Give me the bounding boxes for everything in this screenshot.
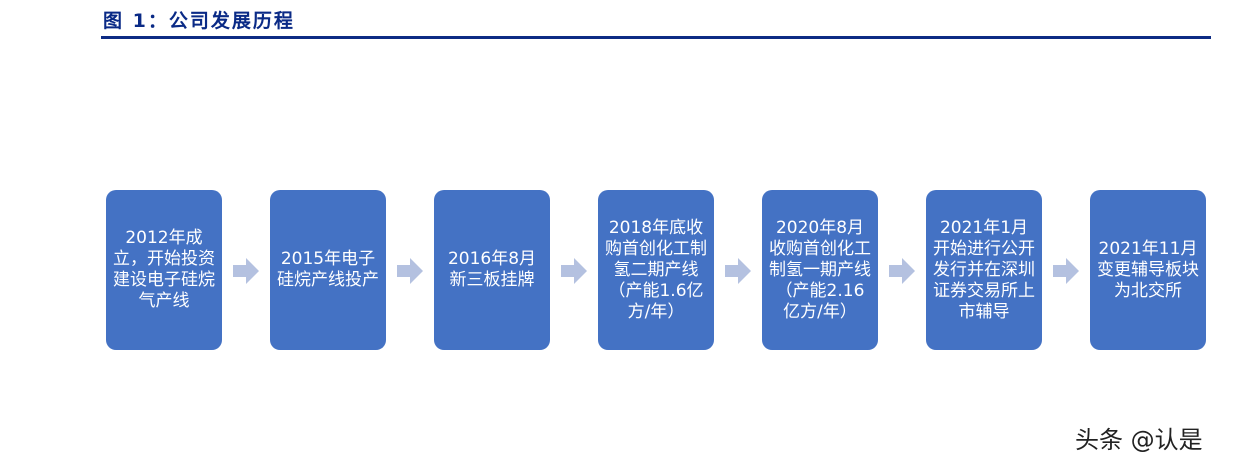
timeline-step-2016: 2016年8月新三板挂牌 [434, 190, 550, 350]
figure-title: 图 1：公司发展历程 [103, 10, 295, 32]
step-label: 2015年电子硅烷产线投产 [277, 249, 379, 290]
timeline-step-2020: 2020年8月收购首创化工制氢一期产线（产能2.16亿方/年） [762, 190, 878, 350]
timeline-step-2021-nov: 2021年11月变更辅导板块为北交所 [1090, 190, 1206, 350]
right-arrow-icon [233, 258, 259, 284]
title-divider [101, 36, 1211, 39]
timeline-step-2012: 2012年成立，开始投资建设电子硅烷气产线 [106, 190, 222, 350]
right-arrow-icon [561, 258, 587, 284]
step-label: 2021年11月变更辅导板块为北交所 [1097, 238, 1199, 301]
right-arrow-icon [725, 258, 751, 284]
timeline-step-2015: 2015年电子硅烷产线投产 [270, 190, 386, 350]
step-label: 2020年8月收购首创化工制氢一期产线（产能2.16亿方/年） [769, 217, 871, 322]
step-label: 2018年底收购首创化工制氢二期产线（产能1.6亿方/年） [605, 217, 707, 322]
step-label: 2016年8月新三板挂牌 [447, 249, 537, 290]
timeline-step-2018: 2018年底收购首创化工制氢二期产线（产能1.6亿方/年） [598, 190, 714, 350]
right-arrow-icon [397, 258, 423, 284]
step-label: 2012年成立，开始投资建设电子硅烷气产线 [113, 228, 215, 311]
watermark: 头条 @认是 [1075, 426, 1203, 454]
step-label: 2021年1月开始进行公开发行并在深圳证券交易所上市辅导 [933, 217, 1035, 322]
right-arrow-icon [889, 258, 915, 284]
timeline-step-2021-jan: 2021年1月开始进行公开发行并在深圳证券交易所上市辅导 [926, 190, 1042, 350]
right-arrow-icon [1053, 258, 1079, 284]
